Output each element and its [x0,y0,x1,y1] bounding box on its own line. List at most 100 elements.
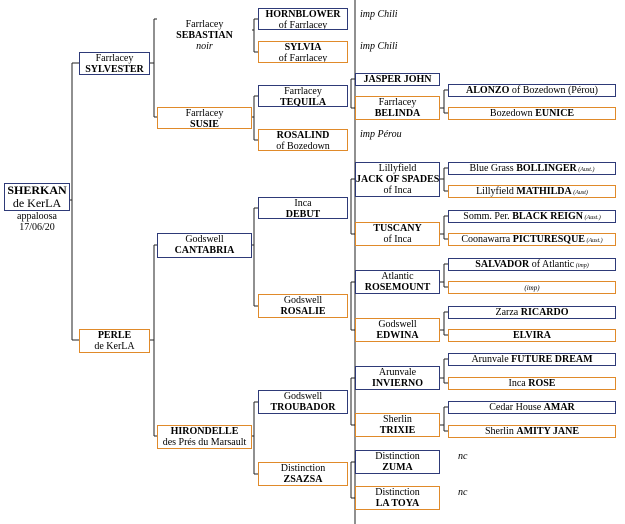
name-text: ELVIRA [513,330,551,341]
name-text: Distinction [375,487,420,498]
import-note-sylvia: imp Chili [360,41,398,52]
ancestor-inca-rose: Inca ROSE [448,377,616,390]
name-text: HIRONDELLE [170,426,239,437]
name-line: bay black [356,509,439,510]
name-text: Sherlin [484,426,517,437]
name-text: (imp) [524,284,540,292]
name-text: noir [196,256,213,257]
name-text: Somm. Per. [463,211,513,222]
name-line: of Bozedown [259,141,347,150]
name-text: Arunvale [378,367,417,378]
name-origin: (imp) [574,263,589,269]
name-text: Inca [294,198,312,209]
name-line: Farrlacey [356,97,439,108]
name-line: Farrlacey [158,108,251,119]
name-line: Godswell [259,295,347,306]
name-bold: PICTURESQUE [512,234,585,245]
name-bold: AMAR [543,402,575,413]
name-text: Lillyfield [476,186,517,197]
name-line: de KerLA [80,341,149,352]
name-line: HIRONDELLE [158,426,251,437]
horse-root: SHERKAN de KerLA [4,183,70,211]
name-line: JASPER JOHN [356,74,439,85]
name-line: Sherlin [356,414,439,425]
name-text: Coonawarra [461,234,513,245]
name-line: Somm. Per. BLACK REIGN (Aust.) [449,211,615,222]
name-line: Sherlin AMITY JANE [449,426,615,437]
name-line: noir [259,413,347,414]
name-bold: ROSE [528,378,556,389]
name-line: Farrlacey [80,53,149,64]
name-line: BELINDA [356,108,439,119]
name-line: gris [356,473,439,474]
name-line: Godswell [356,319,439,330]
name-line: SEBASTIAN [157,30,252,41]
name-text: INVIERNO [371,378,424,389]
name-line: CANTABRIA [158,245,251,256]
name-text: gris [390,473,406,474]
ancestor-amar: Cedar House AMAR [448,401,616,414]
name-line: HORNBLOWER [259,9,347,20]
name-line: Blue Grass BOLLINGER (Aust.) [449,163,615,174]
name-text: JACK OF SPADES [356,174,440,185]
name-bold: EUNICE [535,108,575,119]
name-line: TROUBADOR [259,402,347,413]
horse-name: SHERKAN [7,183,67,197]
name-bold: FUTURE DREAM [511,354,593,365]
name-line: Distinction [356,451,439,462]
name-line: Coonawarra PICTURESQUE (Aust.) [449,234,615,245]
name-text: bay black [378,509,417,510]
name-text: BELINDA [374,108,421,119]
name-text: ALONZO [466,85,510,96]
name-line: TRIXIE [356,425,439,436]
name-origin: (Aust.) [584,238,603,244]
import-note-hornblower: imp Chili [360,9,398,20]
name-line: Lillyfield MATHILDA (Aust) [449,186,615,197]
name-line: ELVIRA [449,330,615,341]
name-text: bay black [95,352,134,353]
name-text: ROSEMOUNT [364,282,431,293]
name-line: (imp) [449,282,615,293]
name-line: ROSALIE [259,306,347,317]
sire-dam-box: FarrlaceySUSIEblanc [157,107,252,129]
name-line: Inca ROSE [449,378,615,389]
ancestor-salvador: SALVADOR of Atlantic (imp) [448,258,616,271]
name-text: Sherlin [383,414,412,425]
name-line: Farrlacey [157,19,252,30]
name-text: Godswell [283,295,323,306]
name-text: Lillyfield [378,163,417,174]
name-line: SYLVIA [259,42,347,53]
ancestor-jasper-john: JASPER JOHN [355,73,440,86]
name-line: of Farrlacey [259,20,347,30]
horse-details: appaloosa 17/06/20 [4,211,70,237]
ancestor-troubador: GodswellTROUBADORnoir [258,390,348,414]
name-text: TRIXIE [379,425,416,436]
name-line: Distinction [259,463,347,474]
name-text: of Inca [383,234,412,245]
name-line: LA TOYA [356,498,439,509]
name-text: Farrlacey [185,108,224,119]
name-text: Bozedown [489,108,536,119]
name-text: Arunvale [471,354,512,365]
name-bold: AMITY JANE [516,426,580,437]
sire-box: FarrlaceySYLVESTERappaloosa [79,52,150,75]
name-text: JASPER JOHN [363,74,432,85]
name-text: Cedar House [489,402,544,413]
name-line: gris [259,485,347,486]
ancestor-ricardo: Zarza RICARDO [448,306,616,319]
name-line: noir [158,256,251,257]
import-note-la-toya: nc [458,487,468,498]
name-line: ZSAZSA [259,474,347,485]
name-text: of Farrlacey [278,20,328,30]
name-line: SALVADOR of Atlantic (imp) [449,259,615,270]
